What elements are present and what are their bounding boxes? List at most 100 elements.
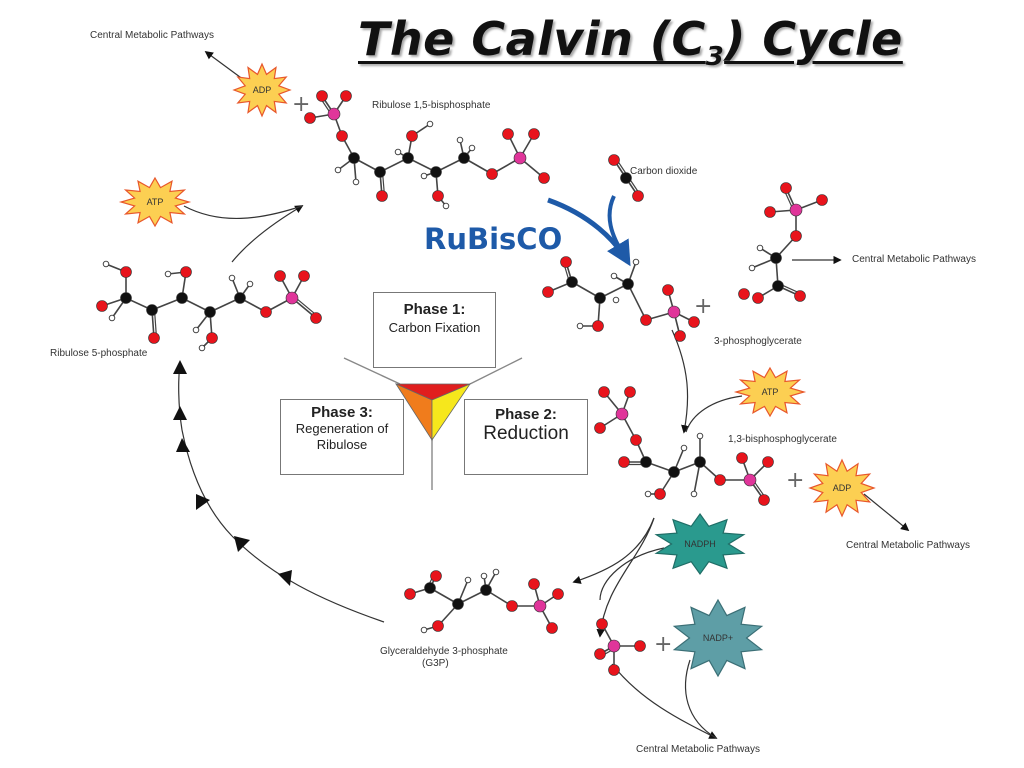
phosphorus-atom <box>667 305 681 319</box>
phosphorus-atom <box>615 407 629 421</box>
funnel-yellow-segment <box>431 383 472 442</box>
oxygen-atom <box>260 306 272 318</box>
phosphorus-atom <box>789 203 803 217</box>
hydrogen-atom <box>644 490 652 498</box>
hydrogen-atom <box>102 260 110 268</box>
hydrogen-atom <box>632 258 640 266</box>
oxygen-atom <box>790 230 802 242</box>
molecule-structures <box>96 90 828 676</box>
hydrogen-atom <box>468 144 476 152</box>
carbon-atom <box>668 466 680 478</box>
phase-2-box: Phase 2: Reduction <box>464 399 588 475</box>
label-3pg: 3-phosphoglycerate <box>714 336 802 347</box>
carbon-atom <box>120 292 132 304</box>
label-co2: Carbon dioxide <box>630 166 698 177</box>
carbon-atom <box>566 276 578 288</box>
oxygen-atom <box>594 422 606 434</box>
oxygen-atom <box>640 314 652 326</box>
hydrogen-atom <box>464 576 472 584</box>
3pg-molecule-b <box>738 182 828 304</box>
output-top-left: Central Metabolic Pathways <box>90 30 214 41</box>
phase-2-title: Phase 2: <box>495 406 557 423</box>
hydrogen-atom <box>394 148 402 156</box>
oxygen-atom <box>432 190 444 202</box>
oxygen-atom <box>304 112 316 124</box>
carbon-atom <box>694 456 706 468</box>
oxygen-atom <box>780 182 792 194</box>
carbon-atom <box>176 292 188 304</box>
hydrogen-atom <box>612 296 620 304</box>
carbon-atom <box>770 252 782 264</box>
phase-2-subtitle: Reduction <box>483 423 569 444</box>
nadp-burst: NADP+ <box>672 598 764 678</box>
oxygen-atom <box>376 190 388 202</box>
nadph-burst-label: NADPH <box>684 539 716 549</box>
oxygen-atom <box>596 618 608 630</box>
regeneration-arrowheads <box>173 360 292 586</box>
oxygen-atom <box>662 284 674 296</box>
hydrogen-atom <box>192 326 200 334</box>
adp-burst-right-label: ADP <box>833 483 852 493</box>
oxygen-atom <box>206 332 218 344</box>
oxygen-atom <box>528 128 540 140</box>
phase-3-title: Phase 3: <box>311 404 373 421</box>
hydrogen-atom <box>492 568 500 576</box>
oxygen-atom <box>738 288 750 300</box>
hydrogen-atom <box>426 120 434 128</box>
label-rubp: Ribulose 1,5-bisphosphate <box>372 100 491 111</box>
output-right-upper: Central Metabolic Pathways <box>852 254 976 265</box>
oxygen-atom <box>592 320 604 332</box>
oxygen-atom <box>506 600 518 612</box>
oxygen-atom <box>538 172 550 184</box>
carbon-atom <box>452 598 464 610</box>
atp-burst-left: ATP <box>118 176 192 228</box>
hydrogen-atom <box>456 136 464 144</box>
oxygen-atom <box>430 570 442 582</box>
oxygen-atom <box>608 664 620 676</box>
carbon-atom <box>430 166 442 178</box>
oxygen-atom <box>546 622 558 634</box>
carbon-atom <box>424 582 436 594</box>
carbon-atom <box>772 280 784 292</box>
label-g3p-line1: Glyceraldehyde 3-phosphate <box>380 646 508 657</box>
phase-1-subtitle: Carbon Fixation <box>388 320 481 335</box>
oxygen-atom <box>618 456 630 468</box>
oxygen-atom <box>624 386 636 398</box>
oxygen-atom <box>608 154 620 166</box>
oxygen-atom <box>654 488 666 500</box>
hydrogen-atom <box>442 202 450 210</box>
label-ru5p: Ribulose 5-phosphate <box>50 348 148 359</box>
oxygen-atom <box>630 434 642 446</box>
nadp-burst-label: NADP+ <box>703 633 733 643</box>
hydrogen-atom <box>352 178 360 186</box>
phosphorus-atom <box>285 291 299 305</box>
hydrogen-atom <box>756 244 764 252</box>
hydrogen-atom <box>246 280 254 288</box>
hydrogen-atom <box>576 322 584 330</box>
oxygen-atom <box>96 300 108 312</box>
oxygen-atom <box>758 494 770 506</box>
hydrogen-atom <box>198 344 206 352</box>
oxygen-atom <box>762 456 774 468</box>
oxygen-atom <box>674 330 686 342</box>
output-bottom: Central Metabolic Pathways <box>636 744 760 755</box>
oxygen-atom <box>120 266 132 278</box>
oxygen-atom <box>634 640 646 652</box>
oxygen-atom <box>598 386 610 398</box>
hydrogen-atom <box>420 626 428 634</box>
phase-1-title: Phase 1: <box>403 301 466 318</box>
phosphorus-atom <box>607 639 621 653</box>
hydrogen-atom <box>680 444 688 452</box>
page-title: The Calvin (C3) Cycle <box>358 12 903 73</box>
oxygen-atom <box>816 194 828 206</box>
bpg-molecule <box>594 386 774 506</box>
hydrogen-atom <box>480 572 488 580</box>
adp-burst-top-label: ADP <box>253 85 272 95</box>
carbon-atom <box>480 584 492 596</box>
oxygen-atom <box>274 270 286 282</box>
oxygen-atom <box>594 648 606 660</box>
co2-molecule <box>608 154 644 202</box>
hydrogen-atom <box>228 274 236 282</box>
